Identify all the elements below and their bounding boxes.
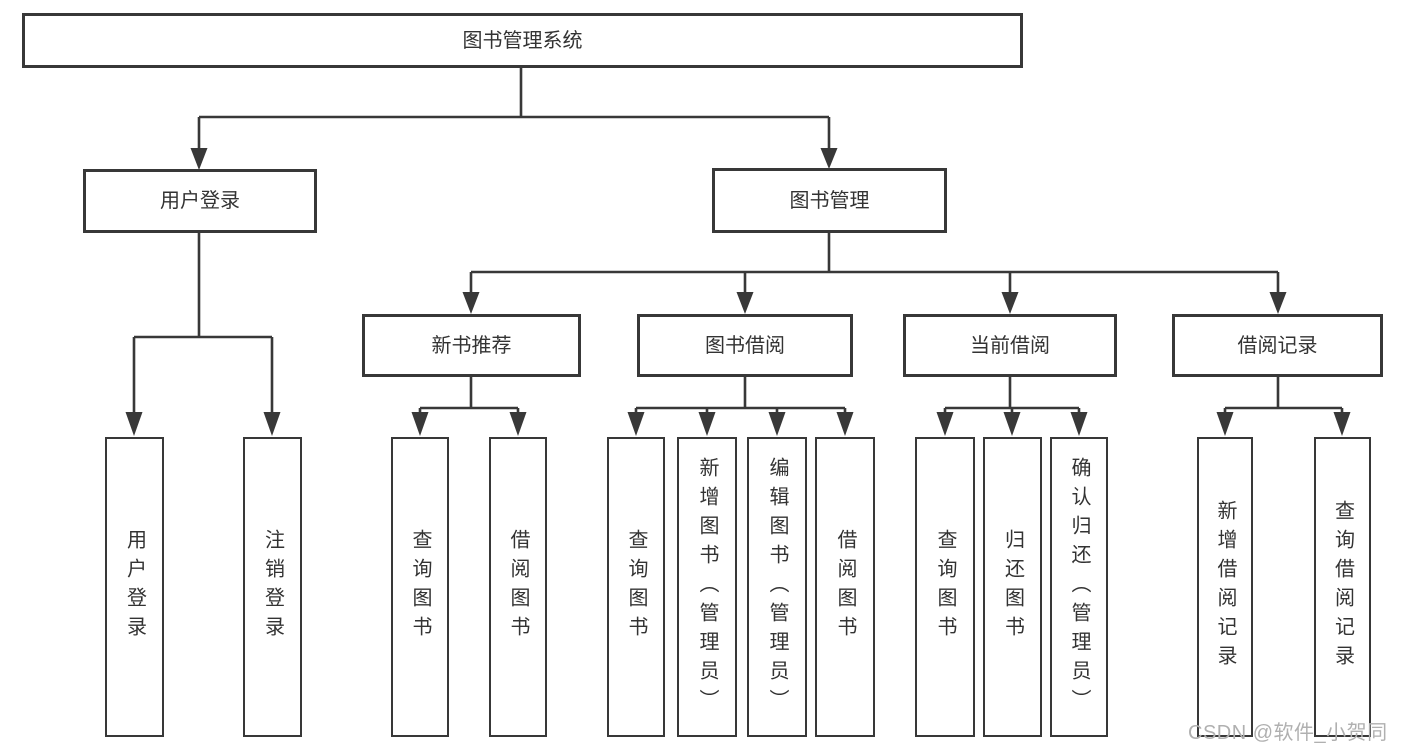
leaf-return-book: 归还图书 bbox=[983, 437, 1042, 737]
leaf-borrow-books: 借阅图书 bbox=[815, 437, 875, 737]
leaf-add-book-admin: 新增图书（管理员） bbox=[677, 437, 737, 737]
node-new-book-recommend: 新书推荐 bbox=[362, 314, 581, 377]
leaf-query-borrow-record: 查询借阅记录 bbox=[1314, 437, 1371, 737]
node-book-borrow: 图书借阅 bbox=[637, 314, 853, 377]
node-current-borrow: 当前借阅 bbox=[903, 314, 1117, 377]
leaf-add-borrow-record: 新增借阅记录 bbox=[1197, 437, 1253, 737]
node-book-management: 图书管理 bbox=[712, 168, 947, 233]
leaf-edit-book-admin: 编辑图书（管理员） bbox=[747, 437, 807, 737]
node-borrow-records: 借阅记录 bbox=[1172, 314, 1383, 377]
node-library-management-system: 图书管理系统 bbox=[22, 13, 1023, 68]
leaf-borrow-books-recommend: 借阅图书 bbox=[489, 437, 547, 737]
node-user-login: 用户登录 bbox=[83, 169, 317, 233]
leaf-logout-login: 注销登录 bbox=[243, 437, 302, 737]
leaf-confirm-return-admin: 确认归还（管理员） bbox=[1050, 437, 1108, 737]
leaf-user-login: 用户登录 bbox=[105, 437, 164, 737]
leaf-query-books-current: 查询图书 bbox=[915, 437, 975, 737]
leaf-query-books-borrow: 查询图书 bbox=[607, 437, 665, 737]
leaf-query-books-recommend: 查询图书 bbox=[391, 437, 449, 737]
csdn-watermark: CSDN @软件_小贺同学 bbox=[1188, 722, 1388, 744]
